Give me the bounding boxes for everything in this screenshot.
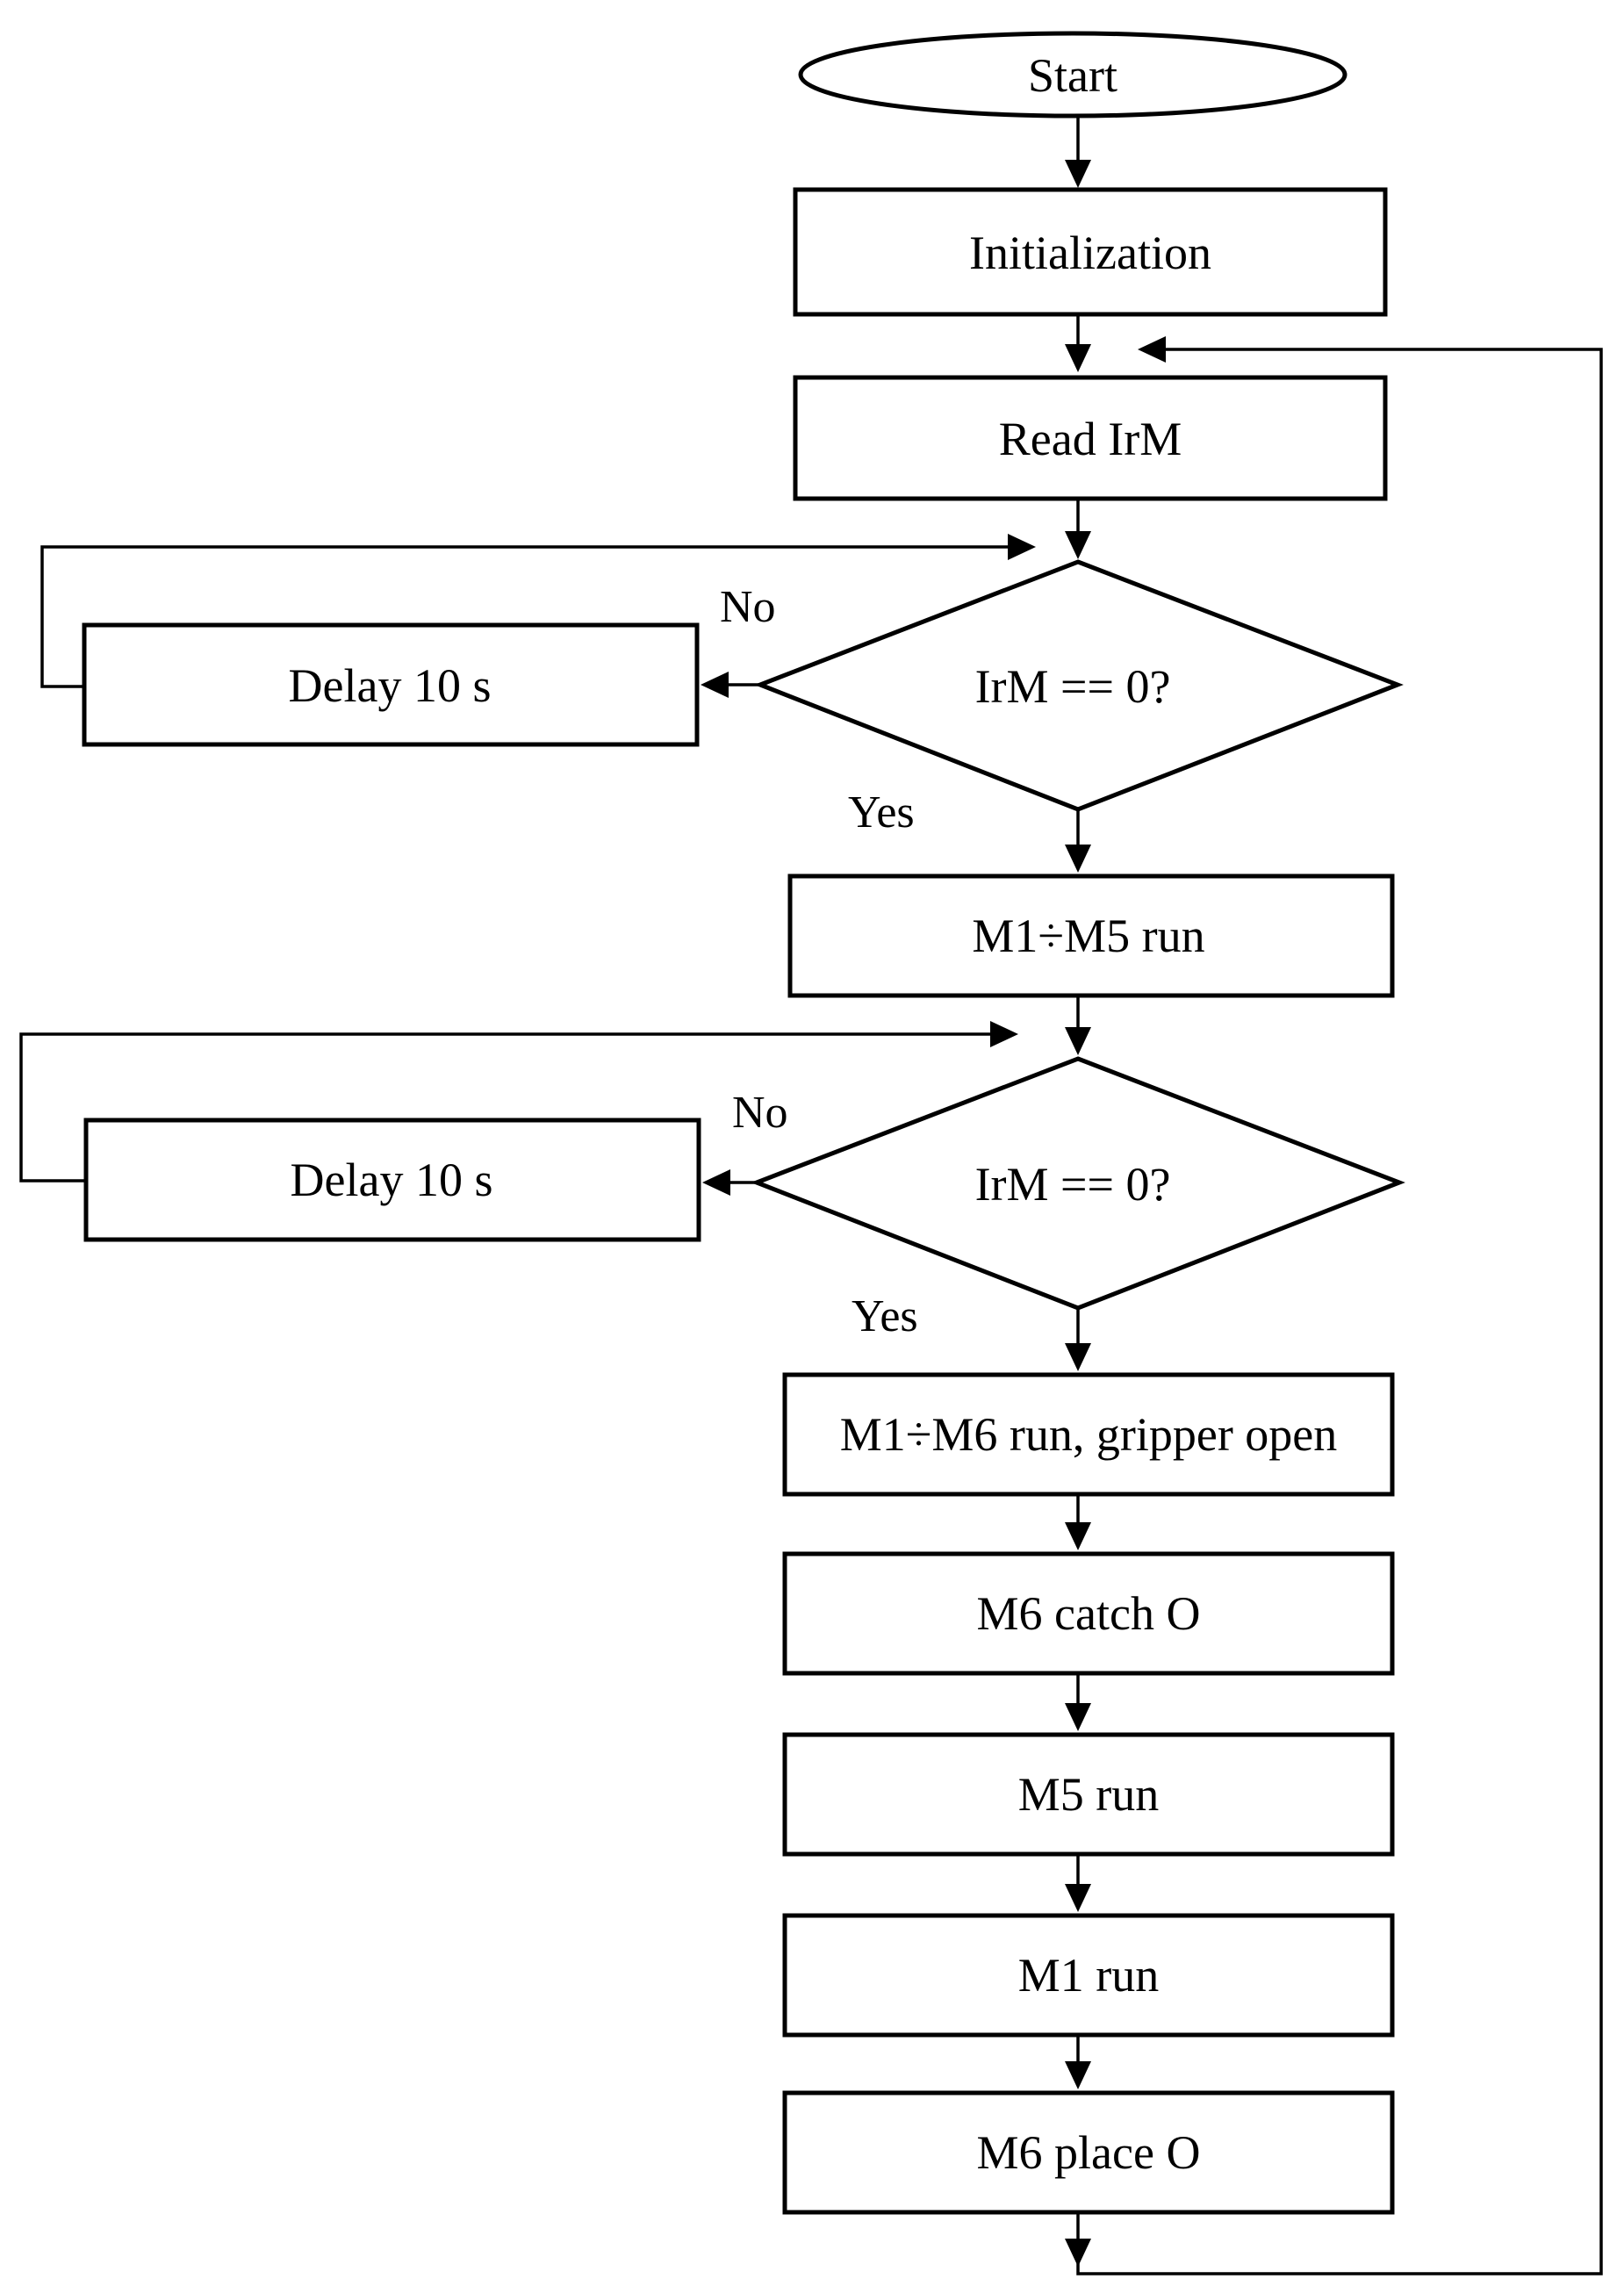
node-read-irm: Read IrM [793,375,1388,501]
arrowhead-m5run-m1run [1065,1884,1091,1912]
node-m5-run: M5 run [782,1732,1395,1857]
edge-delay2-loop [19,1032,990,1183]
node-m1-m6-run: M1÷M6 run, gripper open [782,1372,1395,1497]
arrowhead-decision2-delay2 [702,1169,730,1196]
arrowhead-read-decision1 [1065,531,1091,559]
edge-delay1-loop [40,545,1008,688]
arrowhead-run15-decision2 [1065,1027,1091,1055]
arrowhead-start-init [1065,160,1091,188]
arrowhead-catch-m5run [1065,1703,1091,1731]
delay-1-label: Delay 10 s [289,659,492,712]
arrowhead-loop-back [1138,336,1166,363]
decision-diamond [751,1056,1405,1311]
m6-place-label: M6 place O [977,2126,1201,2179]
arrowhead-m1run-place [1065,2061,1091,2089]
m1-run-label: M1 run [1018,1949,1160,2002]
node-m1-m5-run: M1÷M5 run [787,873,1395,998]
arrowhead-decision2-run16 [1065,1343,1091,1371]
process-box [782,2090,1395,2215]
arrowhead-init-read [1065,344,1091,372]
read-irm-label: Read IrM [999,413,1182,465]
connectors [19,116,1603,2275]
process-box [782,1732,1395,1857]
node-delay-2: Delay 10 s [83,1118,701,1242]
process-box [782,1551,1395,1676]
m1-m5-run-label: M1÷M5 run [972,909,1204,962]
delay-2-label: Delay 10 s [291,1154,493,1206]
m6-catch-label: M6 catch O [977,1587,1201,1640]
process-box [82,622,700,747]
start-label: Start [1028,49,1117,102]
node-delay-1: Delay 10 s [82,622,700,747]
process-box [782,1372,1395,1497]
arrowhead-place-bottom [1065,2239,1091,2267]
edge-label-no-1: No [720,582,776,632]
node-initialization: Initialization [793,187,1388,317]
m5-run-label: M5 run [1018,1768,1160,1821]
node-m6-catch: M6 catch O [782,1551,1395,1676]
arrowhead-decision1-delay1 [701,672,729,698]
decision-2-label: IrM == 0? [975,1158,1171,1211]
process-box [83,1118,701,1242]
arrowhead-delay1-loop [1008,534,1036,560]
arrowhead-delay2-loop [990,1021,1018,1047]
node-decision-1: IrM == 0? [754,559,1404,812]
node-start: Start [798,31,1347,119]
node-decision-2: IrM == 0? [751,1056,1405,1311]
decision-diamond [754,559,1404,812]
node-m6-place: M6 place O [782,2090,1395,2215]
m1-m6-run-label: M1÷M6 run, gripper open [840,1408,1338,1461]
edge-label-no-2: No [732,1088,788,1138]
arrowhead-decision1-run15 [1065,845,1091,873]
node-m1-run: M1 run [782,1913,1395,2038]
process-box [782,1913,1395,2038]
terminal-shape [798,31,1347,119]
process-box [793,375,1388,501]
edge-label-yes-1: Yes [848,787,915,837]
arrowhead-run16-catch [1065,1522,1091,1550]
process-box [787,873,1395,998]
process-box [793,187,1388,317]
edge-label-yes-2: Yes [852,1291,918,1341]
initialization-label: Initialization [969,226,1211,279]
decision-1-label: IrM == 0? [975,660,1171,713]
